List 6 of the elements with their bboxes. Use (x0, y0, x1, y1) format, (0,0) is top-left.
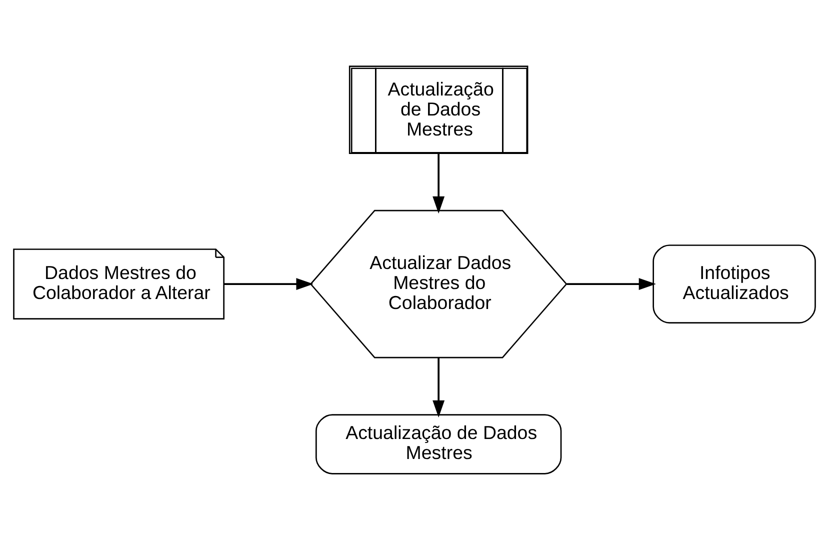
arrow (224, 278, 314, 290)
node-box: Infotipos Actualizados (652, 244, 816, 324)
arrow (432, 358, 445, 418)
arrow (432, 154, 445, 214)
node-box: Actualização de Dados Mestres (316, 414, 562, 474)
arrow (566, 278, 656, 290)
